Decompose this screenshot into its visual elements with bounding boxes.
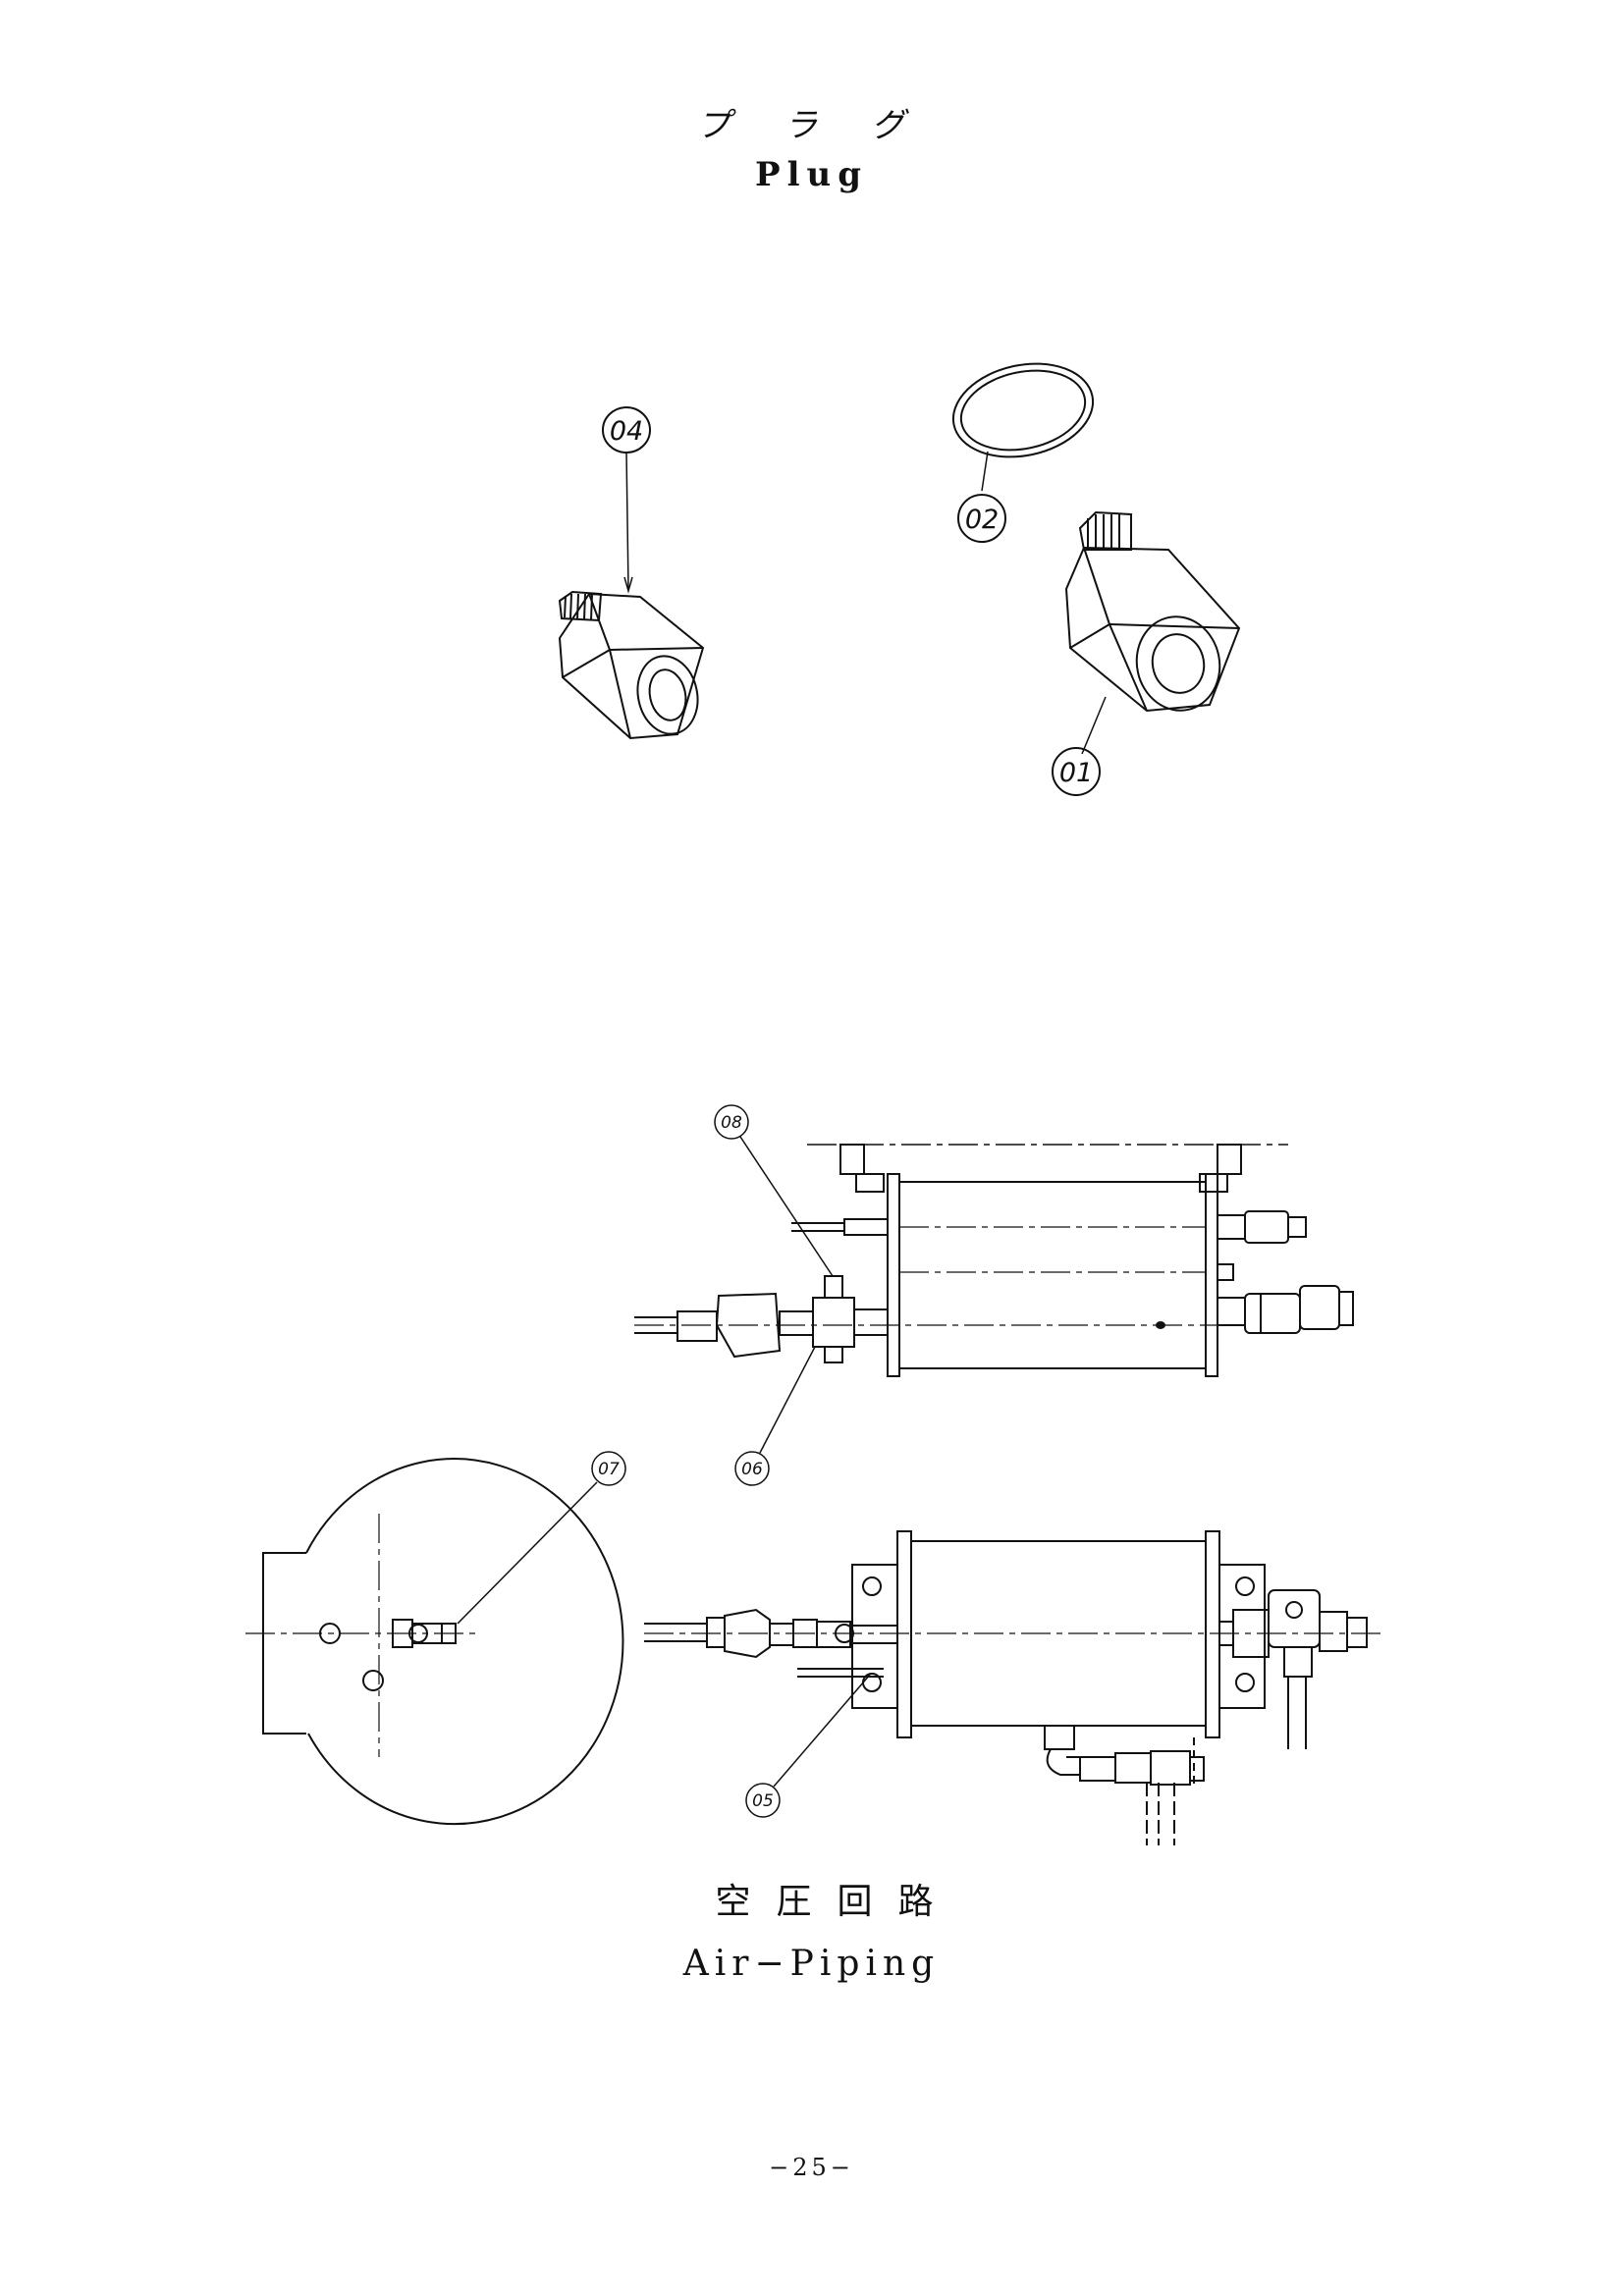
page-number: −25− <box>769 2154 854 2181</box>
callout-02: 02 <box>965 505 999 535</box>
plug-part-01-drawing <box>1064 510 1241 713</box>
air-tank-side-view <box>644 1530 1386 1845</box>
callout-07: 07 <box>598 1460 620 1479</box>
callout-05-circle <box>745 1783 781 1818</box>
callout-06-circle <box>734 1451 770 1486</box>
leader-04 <box>625 451 629 590</box>
callout-02-circle <box>957 494 1006 543</box>
air-piping-title-en: Air−Piping <box>682 1944 941 1984</box>
leader-06 <box>759 1346 816 1454</box>
leader-02 <box>981 451 989 492</box>
callout-04-circle <box>602 406 651 454</box>
leader-08 <box>739 1136 834 1277</box>
plug-title-jp: プ ラ グ <box>696 106 927 145</box>
callout-08: 08 <box>721 1113 742 1133</box>
callout-07-circle <box>591 1451 626 1486</box>
callout-01: 01 <box>1059 758 1093 788</box>
air-piping-title-jp: 空圧回路 <box>715 1882 959 1922</box>
plug-title-en: Plug <box>755 155 868 194</box>
leader-05 <box>773 1674 871 1788</box>
callout-04: 04 <box>610 416 643 447</box>
plug-part-04-drawing <box>558 590 705 740</box>
callout-08-circle <box>714 1104 749 1140</box>
air-tank-top-view <box>634 1144 1354 1377</box>
oring-part-02-drawing <box>951 362 1095 458</box>
callout-06: 06 <box>741 1460 763 1479</box>
air-tank-end-view <box>245 1458 624 1826</box>
callout-01-circle <box>1052 747 1101 796</box>
leader-07 <box>457 1481 598 1625</box>
callout-05: 05 <box>752 1791 774 1811</box>
leader-01 <box>1081 696 1107 755</box>
